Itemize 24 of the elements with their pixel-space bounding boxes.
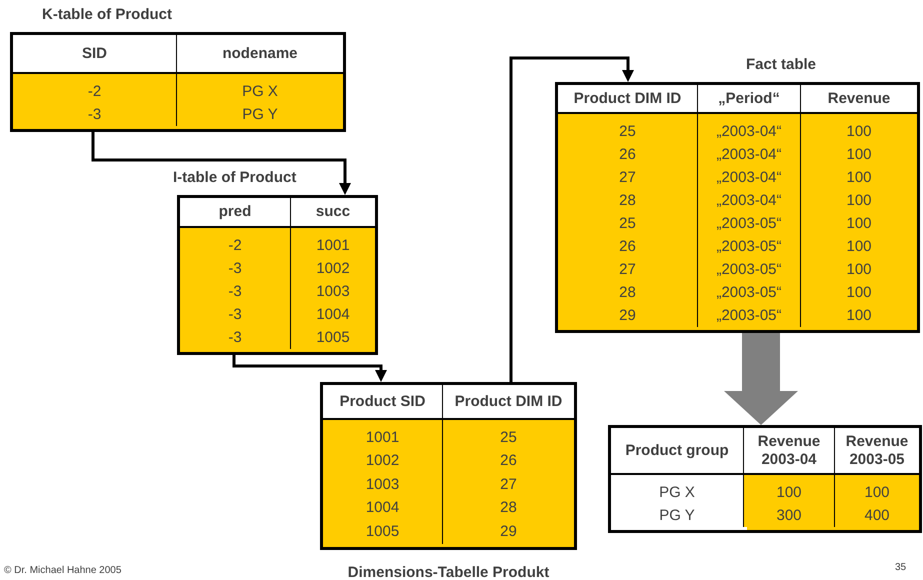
table-heading: Dimensions-Tabelle Produkt: [346, 564, 550, 580]
arrow: [510, 56, 634, 382]
table-header-cell: Revenue 2003-05: [835, 428, 919, 475]
table-header-cell: Product DIM ID: [558, 85, 698, 114]
table-header-cell: nodename: [177, 35, 343, 74]
table-header-cell: succ: [291, 198, 375, 228]
table-header-cell: SID: [13, 35, 177, 74]
table-cell: 100: [744, 475, 835, 504]
arrow: [232, 355, 387, 382]
table-header-cell: Product SID: [323, 385, 443, 420]
table-header-cell: Revenue: [801, 85, 917, 114]
block-arrow: [724, 333, 798, 425]
table-heading: Fact table: [746, 56, 816, 74]
page-number: 35: [895, 562, 906, 573]
arrow: [92, 132, 351, 195]
table-header-cell: Product DIM ID: [443, 385, 574, 420]
table-heading: K-table of Product: [42, 6, 172, 24]
footer-note: © Dr. Michael Hahne 2005: [4, 565, 122, 576]
table-cell: 300: [744, 504, 835, 527]
table-header-cell: „Period“: [698, 85, 801, 114]
table-header-cell: pred: [180, 198, 291, 228]
table-header-cell: Product group: [611, 428, 744, 475]
table-heading: I-table of Product: [173, 169, 296, 187]
table-header-cell: Revenue 2003-04: [744, 428, 835, 475]
